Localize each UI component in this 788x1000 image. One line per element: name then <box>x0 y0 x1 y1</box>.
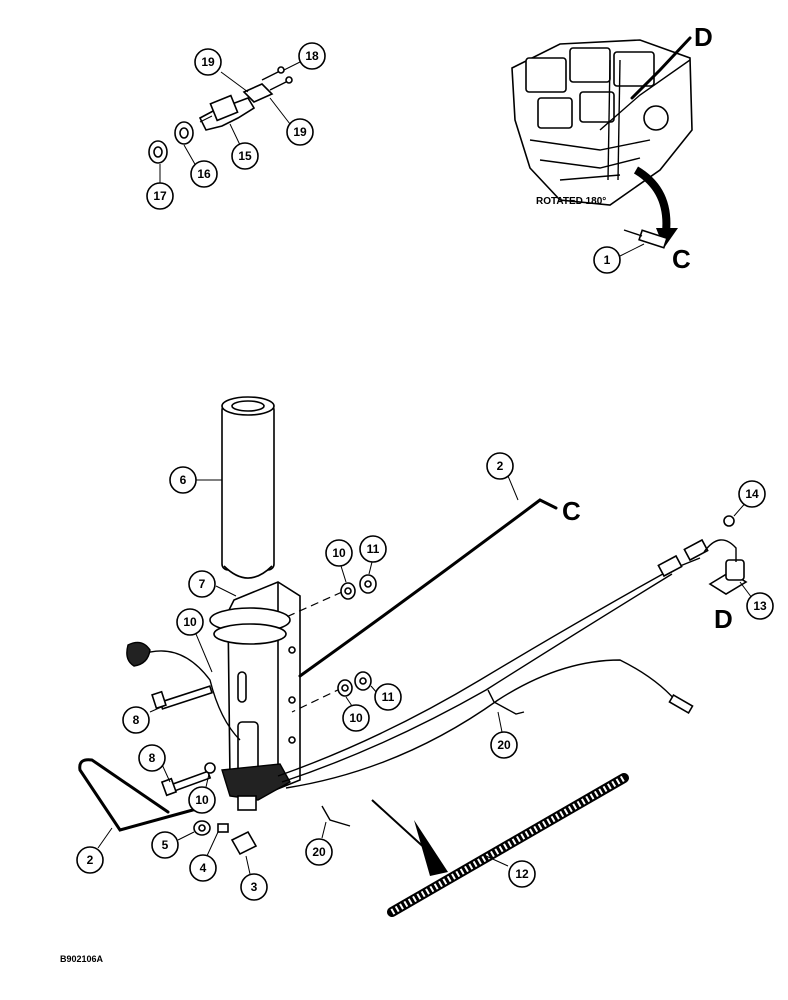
svg-text:18: 18 <box>305 49 319 63</box>
callout-17: 17 <box>146 182 174 210</box>
callout-6: 6 <box>169 466 197 494</box>
figure-id: B902106A <box>60 954 104 964</box>
callout-14: 14 <box>738 480 766 508</box>
svg-text:2: 2 <box>497 459 504 473</box>
rotated-note: ROTATED 180° <box>536 196 606 207</box>
svg-text:1: 1 <box>604 253 611 267</box>
svg-text:10: 10 <box>195 793 209 807</box>
callout-4: 4 <box>189 854 217 882</box>
svg-text:20: 20 <box>497 738 511 752</box>
svg-text:8: 8 <box>133 713 140 727</box>
hardware-upper <box>340 574 377 600</box>
callout-13: 13 <box>746 592 774 620</box>
svg-text:16: 16 <box>197 167 211 181</box>
callout-11-b: 11 <box>374 683 402 711</box>
svg-text:7: 7 <box>199 577 206 591</box>
callout-10-c: 10 <box>342 704 370 732</box>
svg-text:14: 14 <box>745 487 759 501</box>
callout-7: 7 <box>188 570 216 598</box>
hardware-lower <box>337 671 372 697</box>
callout-10-b: 10 <box>176 608 204 636</box>
svg-text:12: 12 <box>515 867 529 881</box>
sensor-assembly <box>148 66 293 164</box>
callout-2-bottom: 2 <box>76 846 104 874</box>
svg-text:20: 20 <box>312 845 326 859</box>
callout-8-a: 8 <box>122 706 150 734</box>
callout-8-b: 8 <box>138 744 166 772</box>
svg-text:19: 19 <box>293 125 307 139</box>
temperature-sender <box>623 229 668 249</box>
corrugated-conduit <box>387 773 629 917</box>
svg-text:10: 10 <box>183 615 197 629</box>
callout-15: 15 <box>231 142 259 170</box>
connector-d-top: D <box>694 22 713 52</box>
callout-20-b: 20 <box>305 838 333 866</box>
svg-text:10: 10 <box>349 711 363 725</box>
pressure-switch <box>703 539 748 595</box>
callout-20-a: 20 <box>490 731 518 759</box>
connector-c-top: C <box>672 244 691 274</box>
callout-3: 3 <box>240 873 268 901</box>
connector-c-main: C <box>562 496 581 526</box>
svg-text:17: 17 <box>153 189 167 203</box>
svg-text:6: 6 <box>180 473 187 487</box>
svg-text:8: 8 <box>149 751 156 765</box>
callout-1: 1 <box>593 246 621 274</box>
mounting-bracket <box>209 581 301 811</box>
bolts <box>151 685 213 797</box>
callout-11-a: 11 <box>359 535 387 563</box>
callout-10-d: 10 <box>188 786 216 814</box>
connector-d-switch: D <box>714 604 733 634</box>
svg-text:3: 3 <box>251 880 258 894</box>
svg-text:10: 10 <box>332 546 346 560</box>
callout-2-top: 2 <box>486 452 514 480</box>
callout-19-top: 19 <box>194 48 222 76</box>
svg-text:4: 4 <box>200 861 207 875</box>
fittings <box>193 820 258 856</box>
svg-text:11: 11 <box>367 542 380 556</box>
svg-text:5: 5 <box>162 838 169 852</box>
svg-text:13: 13 <box>753 599 767 613</box>
callout-16: 16 <box>190 160 218 188</box>
filter-canister <box>221 396 275 579</box>
svg-text:15: 15 <box>238 149 252 163</box>
callout-5: 5 <box>151 831 179 859</box>
callout-19-bottom: 19 <box>286 118 314 146</box>
svg-text:19: 19 <box>201 55 215 69</box>
callout-10-a: 10 <box>325 539 353 567</box>
callout-12: 12 <box>508 860 536 888</box>
svg-text:11: 11 <box>382 690 395 704</box>
svg-text:2: 2 <box>87 853 94 867</box>
callout-18: 18 <box>298 42 326 70</box>
